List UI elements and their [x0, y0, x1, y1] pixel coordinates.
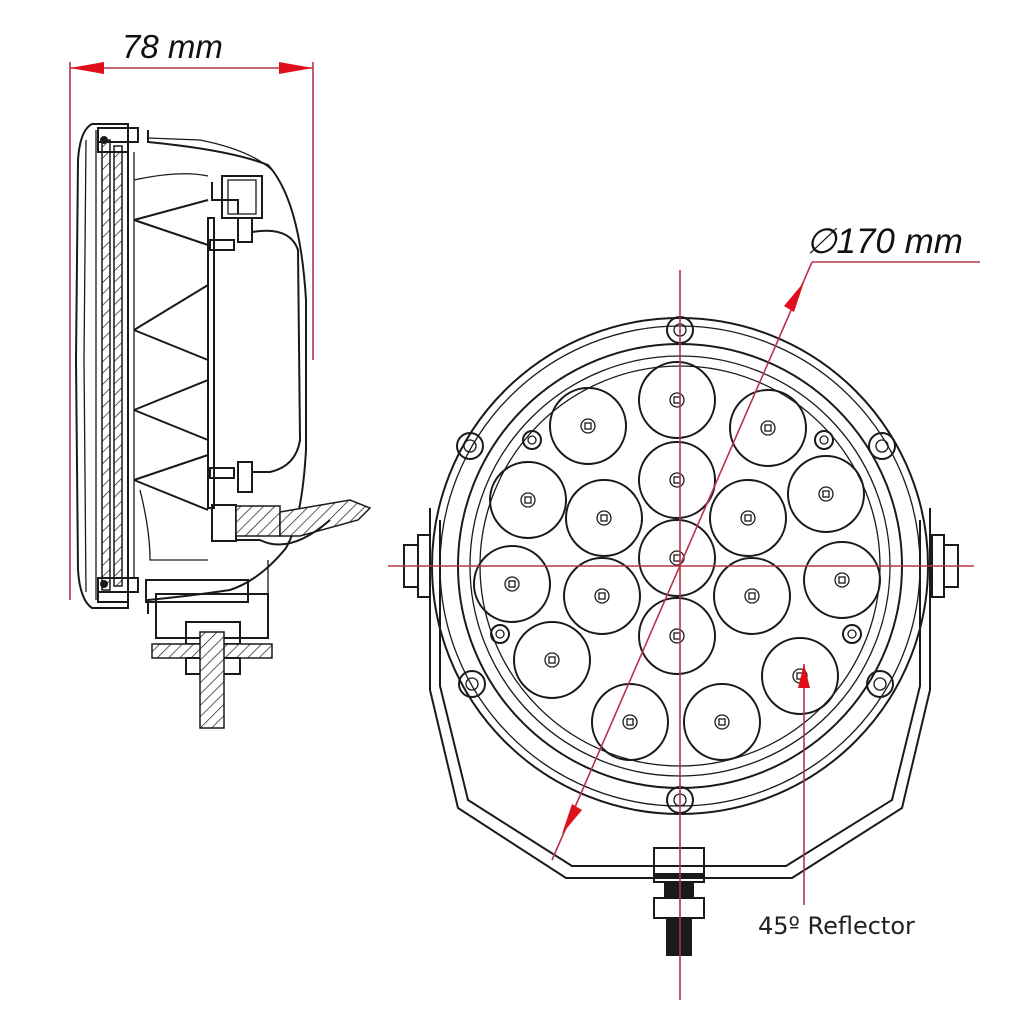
- side-bezel: [74, 123, 139, 609]
- led-lens: [473, 545, 551, 623]
- arrow-bottom-icon: [562, 804, 582, 834]
- center-lines: [388, 270, 974, 1000]
- led-lens: [638, 597, 716, 675]
- led-lens: [638, 441, 716, 519]
- reflector-callout-leader: [798, 664, 810, 905]
- diameter-dimension-line: [551, 261, 980, 861]
- arrow-callout-icon: [798, 664, 810, 688]
- reflector-mount-holes: [490, 430, 862, 644]
- led-lens: [549, 387, 627, 465]
- arrow-left-icon: [70, 62, 104, 74]
- reflector-callout-label: 45º Reflector: [758, 912, 915, 940]
- front-view: [388, 261, 980, 1000]
- bottom-nut: [653, 847, 705, 875]
- depth-dimension-label: 78 mm: [122, 28, 223, 65]
- side-housing: [133, 130, 372, 639]
- led-lens-center: [638, 519, 716, 597]
- led-lens: [638, 361, 716, 439]
- arrow-top-icon: [784, 282, 804, 312]
- threaded-stud: [666, 918, 692, 956]
- diameter-dimension-label: ∅170 mm: [806, 222, 963, 261]
- led-lens: [513, 621, 591, 699]
- led-lens: [591, 683, 669, 761]
- mounting-bracket: [403, 508, 959, 956]
- led-lens: [683, 683, 761, 761]
- led-lens: [565, 479, 643, 557]
- screw-icon: [866, 670, 894, 698]
- depth-dimension-line: [69, 62, 314, 600]
- arrow-right-icon: [279, 62, 313, 74]
- led-lens: [761, 637, 839, 715]
- led-lens: [489, 461, 567, 539]
- led-lens: [713, 557, 791, 635]
- led-lens: [803, 541, 881, 619]
- side-view: [69, 62, 372, 729]
- screw-icon: [458, 670, 486, 698]
- led-lens: [563, 557, 641, 635]
- side-mount-bolt: [151, 621, 273, 729]
- led-lens: [787, 455, 865, 533]
- screw-icon: [456, 432, 484, 460]
- led-lens: [729, 389, 807, 467]
- led-lenses: [473, 361, 881, 761]
- screw-icon: [868, 432, 896, 460]
- led-lens: [709, 479, 787, 557]
